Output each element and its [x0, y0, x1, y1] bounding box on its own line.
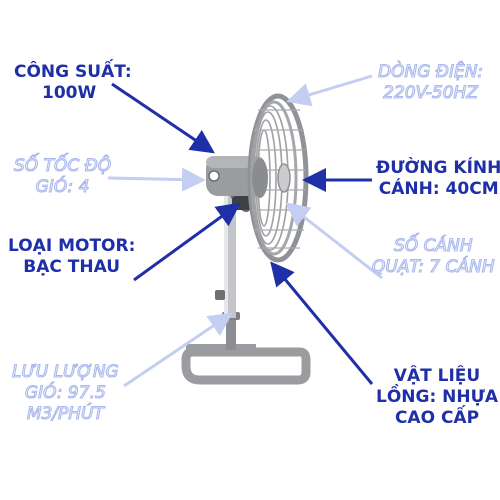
arrow-icon — [286, 74, 373, 107]
label-diameter-value: CÁNH: 40CM — [378, 179, 499, 199]
label-airflow-unit: M3/PHÚT — [26, 403, 104, 424]
speed-knob-icon — [208, 170, 220, 182]
label-speed: SỐ TỐC ĐỘ GIÓ: 4 — [13, 155, 112, 198]
label-airflow: LƯU LƯỢNG GIÓ: 97.5 M3/PHÚT — [11, 361, 119, 425]
label-voltage-title: DÒNG ĐIỆN: — [377, 61, 484, 82]
label-cage-value: LỒNG: NHỰA — [376, 387, 498, 407]
arrow-icon — [123, 312, 233, 388]
label-diameter-title: ĐƯỜNG KÍNH — [376, 158, 500, 178]
arrow-icon — [285, 202, 383, 280]
fan-base — [181, 312, 311, 385]
label-diameter: ĐƯỜNG KÍNH CÁNH: 40CM — [376, 158, 500, 200]
arrow-icon — [133, 202, 241, 282]
label-motor-value: BẠC THAU — [23, 257, 121, 277]
fan-cage — [247, 93, 309, 263]
label-cage-unit: CAO CẤP — [394, 408, 480, 428]
label-blades-title: SỐ CÁNH — [393, 235, 473, 256]
label-speed-value: GIÓ: 4 — [35, 176, 90, 197]
arrow-icon — [270, 261, 374, 385]
label-cage: VẬT LIỆU LỒNG: NHỰA CAO CẤP — [376, 366, 498, 429]
label-motor: LOẠI MOTOR: BẠC THAU — [8, 236, 135, 278]
label-blades-value: QUẠT: 7 CÁNH — [371, 256, 495, 277]
label-cage-title: VẬT LIỆU — [393, 366, 481, 386]
label-voltage: DÒNG ĐIỆN: 220V-50HZ — [377, 61, 484, 104]
label-airflow-value: GIÓ: 97.5 — [24, 382, 106, 403]
label-airflow-title: LƯU LƯỢNG — [11, 361, 119, 382]
arrow-icon — [107, 167, 206, 192]
callout-arrows — [107, 74, 383, 388]
label-voltage-value: 220V-50HZ — [383, 82, 479, 103]
arrow-icon — [111, 82, 215, 154]
label-motor-title: LOẠI MOTOR: — [8, 236, 136, 256]
fan-pole — [215, 196, 236, 318]
label-power-value: 100W — [42, 83, 97, 103]
label-speed-title: SỐ TỐC ĐỘ — [13, 155, 112, 176]
label-power-title: CÔNG SUẤT: — [14, 62, 132, 82]
label-power: CÔNG SUẤT: 100W — [14, 62, 132, 104]
label-blades: SỐ CÁNH QUẠT: 7 CÁNH — [371, 235, 495, 278]
